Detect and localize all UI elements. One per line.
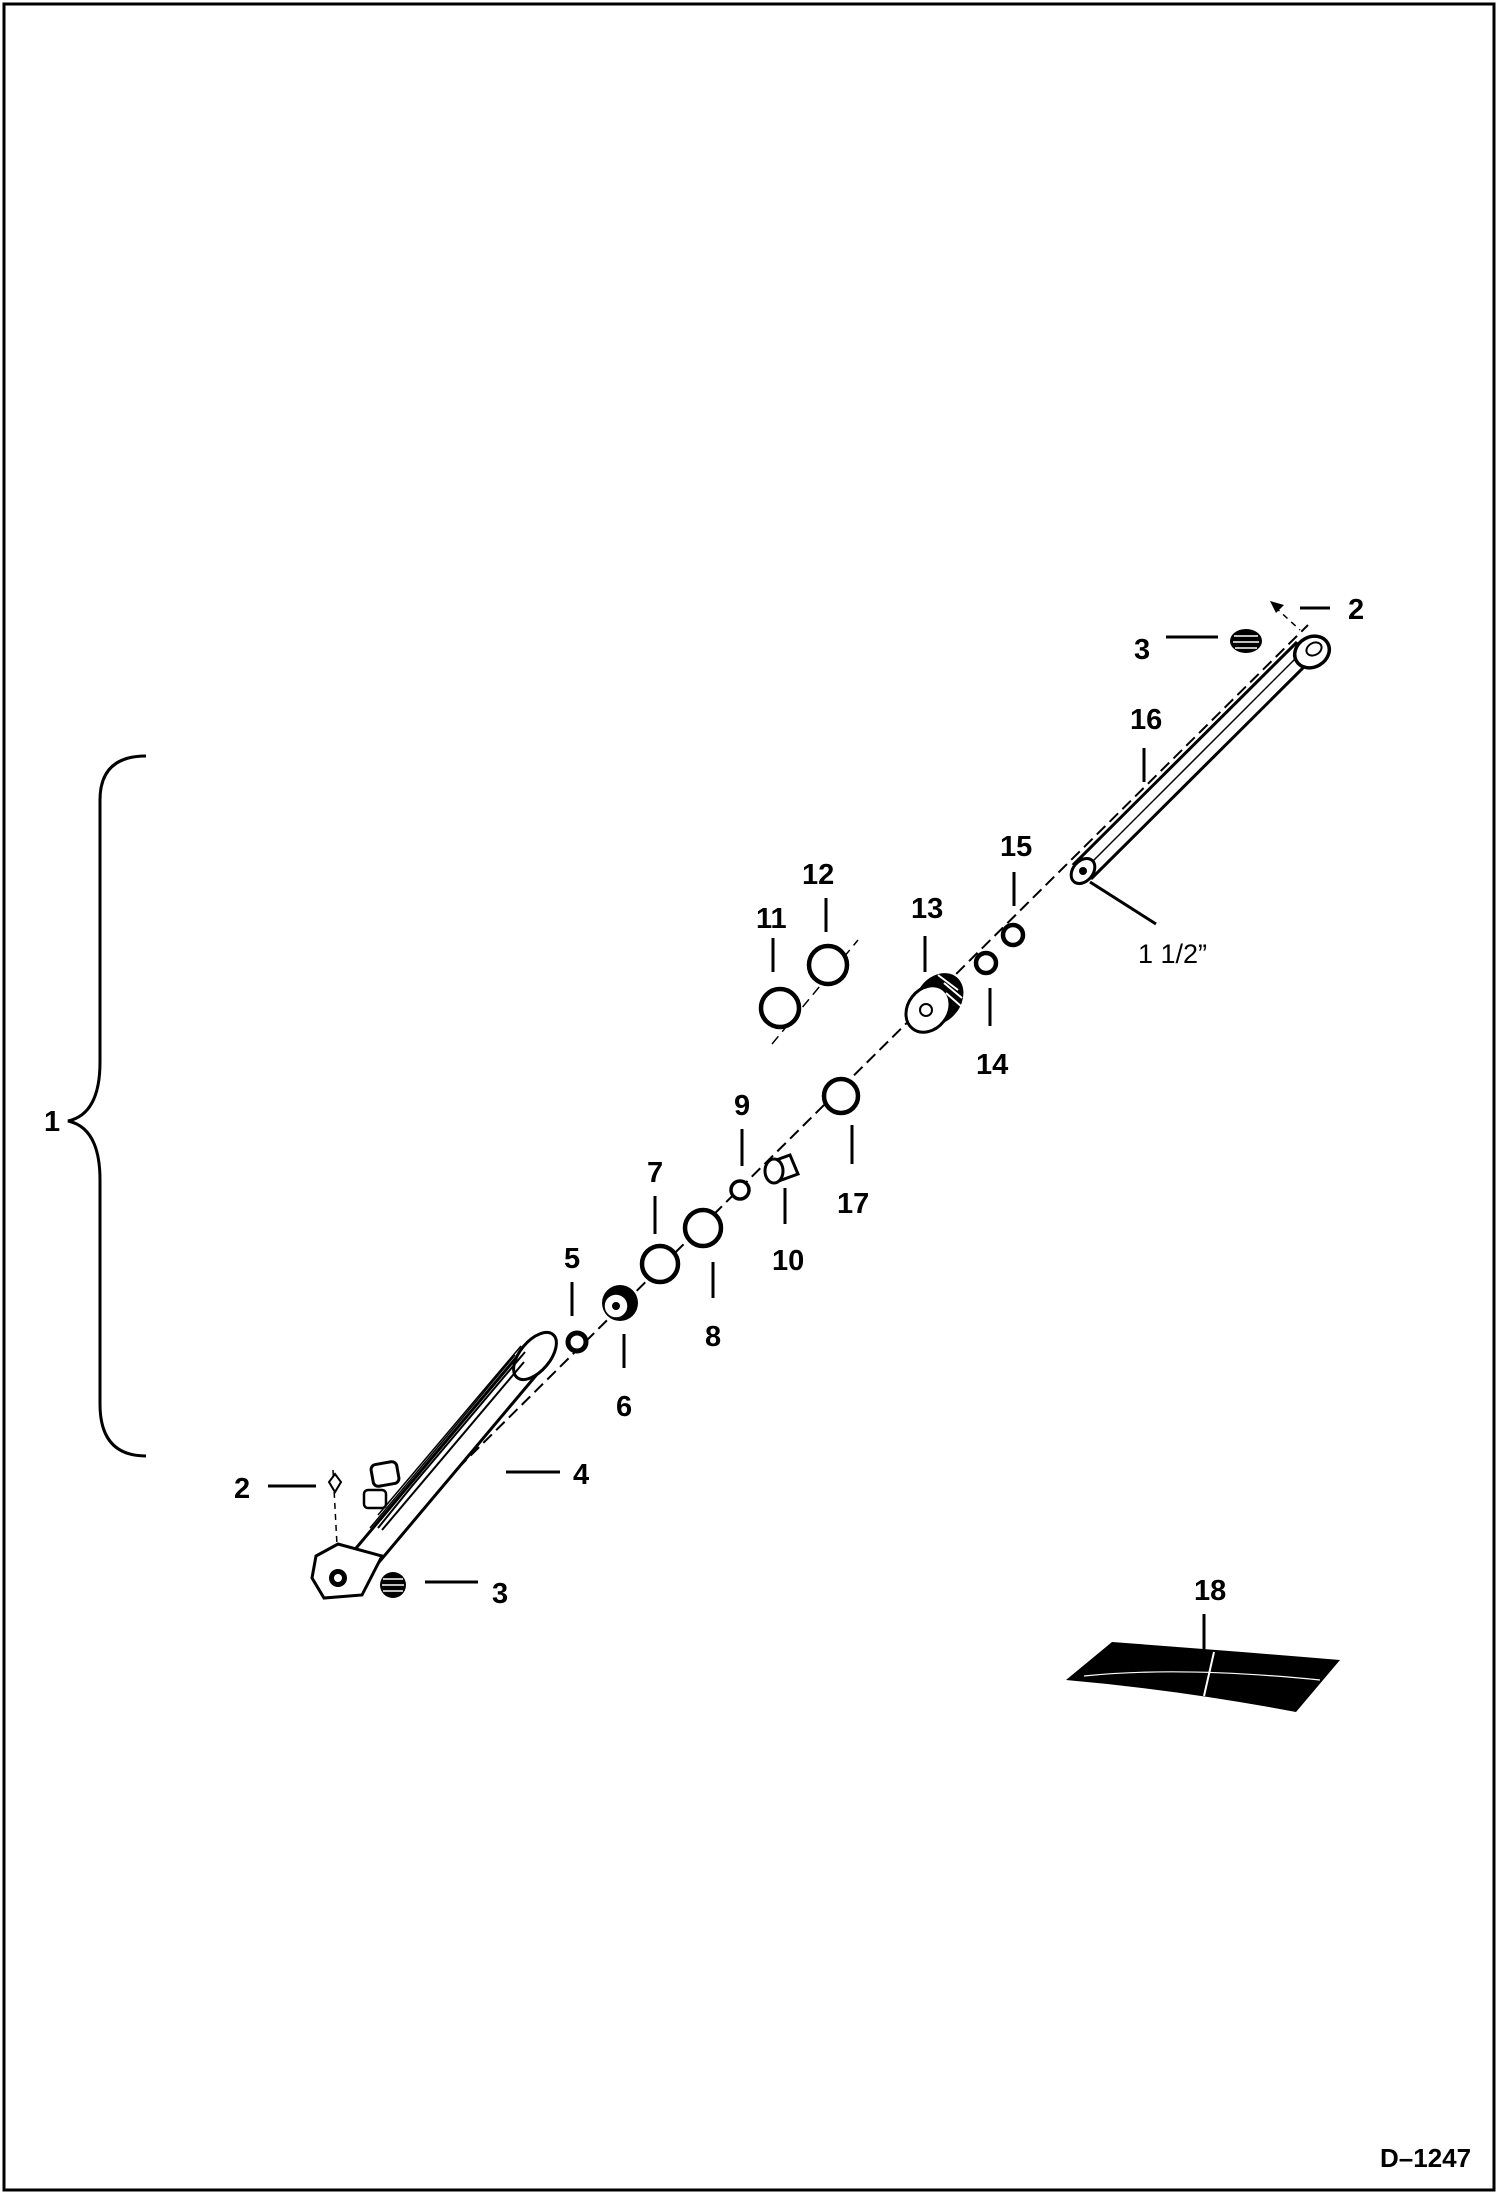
cylinder-barrel: [310, 1330, 558, 1600]
callout-11: 11: [756, 903, 787, 935]
grease-fitting-base: [327, 1472, 343, 1494]
rod-seal: [806, 943, 850, 987]
callout-15: 15: [1000, 831, 1032, 863]
piston-rod: [1069, 634, 1332, 886]
callout-17: 17: [837, 1188, 869, 1220]
nut: [565, 1330, 589, 1354]
callout-16: 16: [1130, 704, 1162, 736]
callout-10: 10: [772, 1245, 804, 1277]
kit-brace: [67, 754, 147, 1458]
spacer: [763, 1153, 800, 1185]
callout-9: 9: [734, 1090, 750, 1122]
callout-2-rod: 2: [1348, 594, 1364, 626]
drawing-number: D–1247: [1380, 2143, 1471, 2173]
callout-5: 5: [564, 1243, 580, 1275]
callout-8: 8: [705, 1321, 721, 1353]
o-ring-small: [729, 1179, 751, 1201]
assembly-axis: [329, 624, 1309, 1596]
grease-fitting-rod: [1270, 601, 1284, 613]
callout-2-base: 2: [234, 1473, 250, 1505]
callout-3-rod: 3: [1134, 634, 1150, 666]
callout-7: 7: [647, 1157, 663, 1189]
cylinder-head: [904, 973, 964, 1034]
callout-1: 1: [44, 1106, 60, 1138]
o-ring-head: [821, 1076, 861, 1116]
rod-thread-dimension: 1 1/2”: [1138, 939, 1207, 969]
wiper-seal: [973, 950, 999, 976]
backup-ring: [758, 986, 802, 1030]
callout-6: 6: [616, 1391, 632, 1423]
fitting-axis-rod: [1274, 606, 1301, 631]
wear-ring: [682, 1207, 724, 1249]
callout-3-base: 3: [492, 1578, 508, 1610]
callout-13: 13: [911, 893, 943, 925]
callout-4: 4: [573, 1459, 589, 1491]
callout-12: 12: [802, 859, 834, 891]
lock-ring: [1000, 922, 1026, 948]
callout-14: 14: [976, 1049, 1008, 1081]
leader-lines: [268, 606, 1330, 1650]
seal-kit-envelope: [1066, 1642, 1340, 1712]
piston-seal: [639, 1243, 681, 1285]
bushing-base: [380, 1572, 406, 1598]
callout-18: 18: [1194, 1575, 1226, 1607]
bushing-rod: [1230, 629, 1262, 653]
piston: [602, 1285, 638, 1321]
